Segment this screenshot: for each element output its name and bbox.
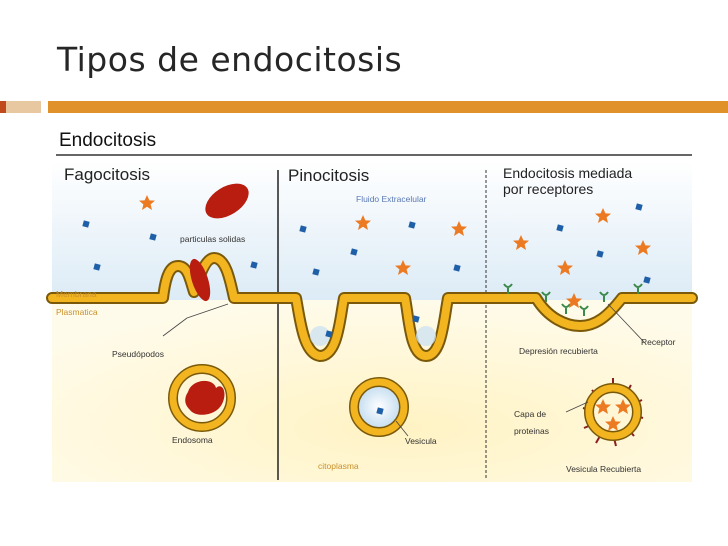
coated-vesicle-label: Vesicula Recubierta bbox=[566, 464, 641, 474]
receptors bbox=[503, 283, 643, 316]
coat-label-line1: Capa de bbox=[514, 409, 546, 419]
pseudopods-label: Pseudópodos bbox=[112, 349, 164, 359]
membrane-label-line2: Plasmatica bbox=[56, 307, 98, 317]
membrane-label-line1: Membrana bbox=[56, 289, 97, 299]
vesicle bbox=[350, 378, 408, 436]
diagram-heading: Endocitosis bbox=[59, 130, 156, 151]
slide-title: Tipos de endocitosis bbox=[57, 40, 403, 79]
accent-bar-left bbox=[0, 101, 41, 113]
receptor-pointer bbox=[607, 303, 645, 343]
particles-label: particulas solidas bbox=[180, 234, 245, 244]
endosome bbox=[169, 365, 235, 431]
vesicle-pointer bbox=[395, 420, 409, 437]
vesicle-label: Vesicula bbox=[405, 436, 437, 446]
coat-label-line2: proteinas bbox=[514, 426, 549, 436]
pseudopod-pointer-2 bbox=[186, 303, 229, 319]
coated-pit-label: Depresión recubierta bbox=[519, 346, 598, 356]
solid-particle bbox=[205, 183, 249, 219]
receptor-title-line1: Endocitosis mediada bbox=[503, 165, 632, 181]
receptor-title-line2: por receptores bbox=[503, 181, 593, 197]
engulfed-particle bbox=[189, 258, 211, 302]
fluid-label: Fluido Extracelular bbox=[356, 194, 427, 204]
coated-vesicle bbox=[585, 384, 641, 440]
pseudopod-pointer-1 bbox=[162, 317, 188, 337]
accent-bar-right bbox=[48, 101, 728, 113]
endosome-label: Endosoma bbox=[172, 435, 213, 445]
coat-pointer bbox=[565, 401, 589, 413]
pinocytosis-pit-fluid-1 bbox=[310, 326, 330, 346]
pinocytosis-title: Pinocitosis bbox=[288, 166, 369, 185]
cytoplasm-label: citoplasma bbox=[318, 461, 359, 471]
extracellular-background bbox=[52, 160, 692, 300]
receptor-label: Receptor bbox=[641, 337, 676, 347]
plasma-membrane bbox=[48, 254, 696, 360]
pinocytosis-pit-fluid-2 bbox=[416, 326, 436, 346]
phagocytosis-title: Fagocitosis bbox=[64, 165, 150, 184]
endosome-particle bbox=[185, 380, 225, 415]
